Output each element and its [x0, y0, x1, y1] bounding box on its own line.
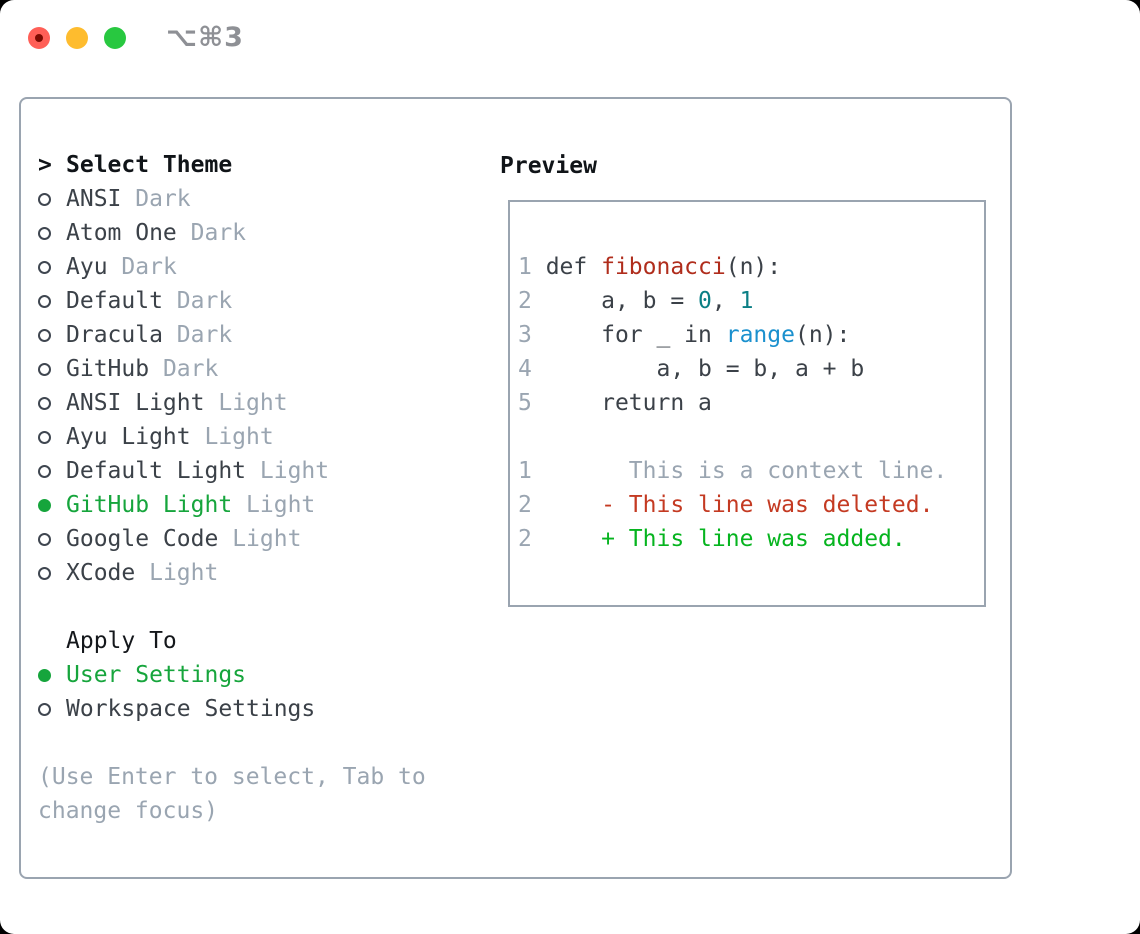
spacer-row	[38, 590, 426, 624]
radio-selected-icon	[38, 668, 51, 682]
radio-selected-icon	[38, 498, 51, 512]
preview-line: 1 def fibonacci(n):	[518, 254, 782, 280]
theme-item-github[interactable]: GitHub Dark	[38, 352, 426, 386]
theme-variant: Light	[204, 424, 274, 450]
window-title: ⌥⌘3	[166, 22, 244, 53]
theme-variant: Light	[232, 526, 302, 552]
theme-item-dracula[interactable]: Dracula Dark	[38, 318, 426, 352]
theme-variant: Dark	[176, 288, 233, 314]
preview-line: 1 This is a context line.	[518, 458, 948, 484]
theme-variant: Dark	[121, 254, 177, 280]
theme-item-github-light[interactable]: GitHub Light Light	[38, 488, 426, 522]
theme-item-google-code[interactable]: Google Code Light	[38, 522, 426, 556]
theme-item-ansi[interactable]: ANSI Dark	[38, 182, 426, 216]
select-theme-title: Select Theme	[66, 152, 233, 178]
radio-icon	[38, 532, 51, 546]
preview-line: 2 a, b = 0, 1	[518, 288, 754, 314]
active-cursor-icon: >	[38, 152, 52, 178]
radio-icon	[38, 362, 51, 376]
theme-variant: Light	[218, 390, 288, 416]
hint-text-line-2: change focus)	[38, 798, 219, 824]
theme-variant: Light	[149, 560, 219, 586]
apply-option-label: User Settings	[66, 662, 247, 688]
theme-variant: Dark	[135, 186, 191, 212]
theme-item-default[interactable]: Default Dark	[38, 284, 426, 318]
theme-variant: Dark	[176, 322, 233, 348]
theme-name: Default	[66, 288, 163, 314]
theme-variant: Light	[259, 458, 330, 484]
radio-icon	[38, 566, 51, 580]
apply-to-header: Apply To	[38, 624, 426, 658]
spacer-row	[38, 726, 426, 760]
apply-option-label: Workspace Settings	[66, 696, 316, 722]
theme-name: Ayu	[66, 254, 108, 280]
theme-item-ansi-light[interactable]: ANSI Light Light	[38, 386, 426, 420]
preview-header-row: Preview	[500, 149, 597, 183]
theme-name: GitHub	[66, 356, 150, 382]
radio-icon	[38, 294, 51, 308]
theme-item-ayu[interactable]: Ayu Dark	[38, 250, 426, 284]
radio-icon	[38, 192, 51, 206]
window-titlebar: ⌥⌘3	[28, 22, 244, 53]
theme-name: Atom One	[66, 220, 177, 246]
hint-text-line-1: (Use Enter to select, Tab to	[38, 764, 426, 790]
theme-item-ayu-light[interactable]: Ayu Light Light	[38, 420, 426, 454]
theme-name: Default Light	[66, 458, 247, 484]
radio-icon	[38, 464, 51, 478]
select-theme-header: > Select Theme	[38, 148, 426, 182]
theme-name: ANSI	[66, 186, 122, 212]
minimize-button[interactable]	[66, 26, 88, 49]
theme-name: XCode	[66, 560, 136, 586]
apply-option-user-settings[interactable]: User Settings	[38, 658, 426, 692]
close-button[interactable]	[28, 26, 50, 49]
preview-line: 2 - This line was deleted.	[518, 492, 934, 518]
radio-icon	[38, 430, 51, 444]
preview-line	[518, 420, 947, 454]
radio-icon	[38, 260, 51, 274]
preview-box: 1 def fibonacci(n): 2 a, b = 0, 1 3 for _ …	[508, 200, 986, 607]
close-dot-icon	[35, 33, 43, 42]
theme-picker-panel	[19, 97, 1012, 879]
theme-item-atom-one[interactable]: Atom One Dark	[38, 216, 426, 250]
theme-name: Google Code	[66, 526, 219, 552]
radio-icon	[38, 328, 51, 342]
theme-variant: Light	[246, 492, 316, 518]
preview-line: 5 return a	[518, 390, 712, 416]
theme-variant: Dark	[162, 356, 219, 382]
apply-to-title: Apply To	[66, 628, 177, 654]
preview-line: 3 for _ in range(n):	[518, 322, 851, 348]
preview-line: 2 + This line was added.	[518, 526, 906, 552]
theme-item-default-light[interactable]: Default Light Light	[38, 454, 426, 488]
preview-line: 4 a, b = b, a + b	[518, 356, 865, 382]
radio-icon	[38, 226, 51, 240]
radio-icon	[38, 396, 51, 410]
maximize-button[interactable]	[104, 26, 126, 49]
preview-title: Preview	[500, 153, 597, 179]
theme-variant: Dark	[190, 220, 247, 246]
theme-name: Dracula	[66, 322, 163, 348]
theme-name: GitHub Light	[66, 492, 233, 518]
radio-icon	[38, 702, 51, 716]
theme-name: ANSI Light	[66, 390, 205, 416]
apply-option-workspace-settings[interactable]: Workspace Settings	[38, 692, 426, 726]
theme-item-xcode[interactable]: XCode Light	[38, 556, 426, 590]
preview-code: 1 def fibonacci(n): 2 a, b = 0, 1 3 for _ …	[518, 250, 947, 556]
theme-name: Ayu Light	[66, 424, 191, 450]
